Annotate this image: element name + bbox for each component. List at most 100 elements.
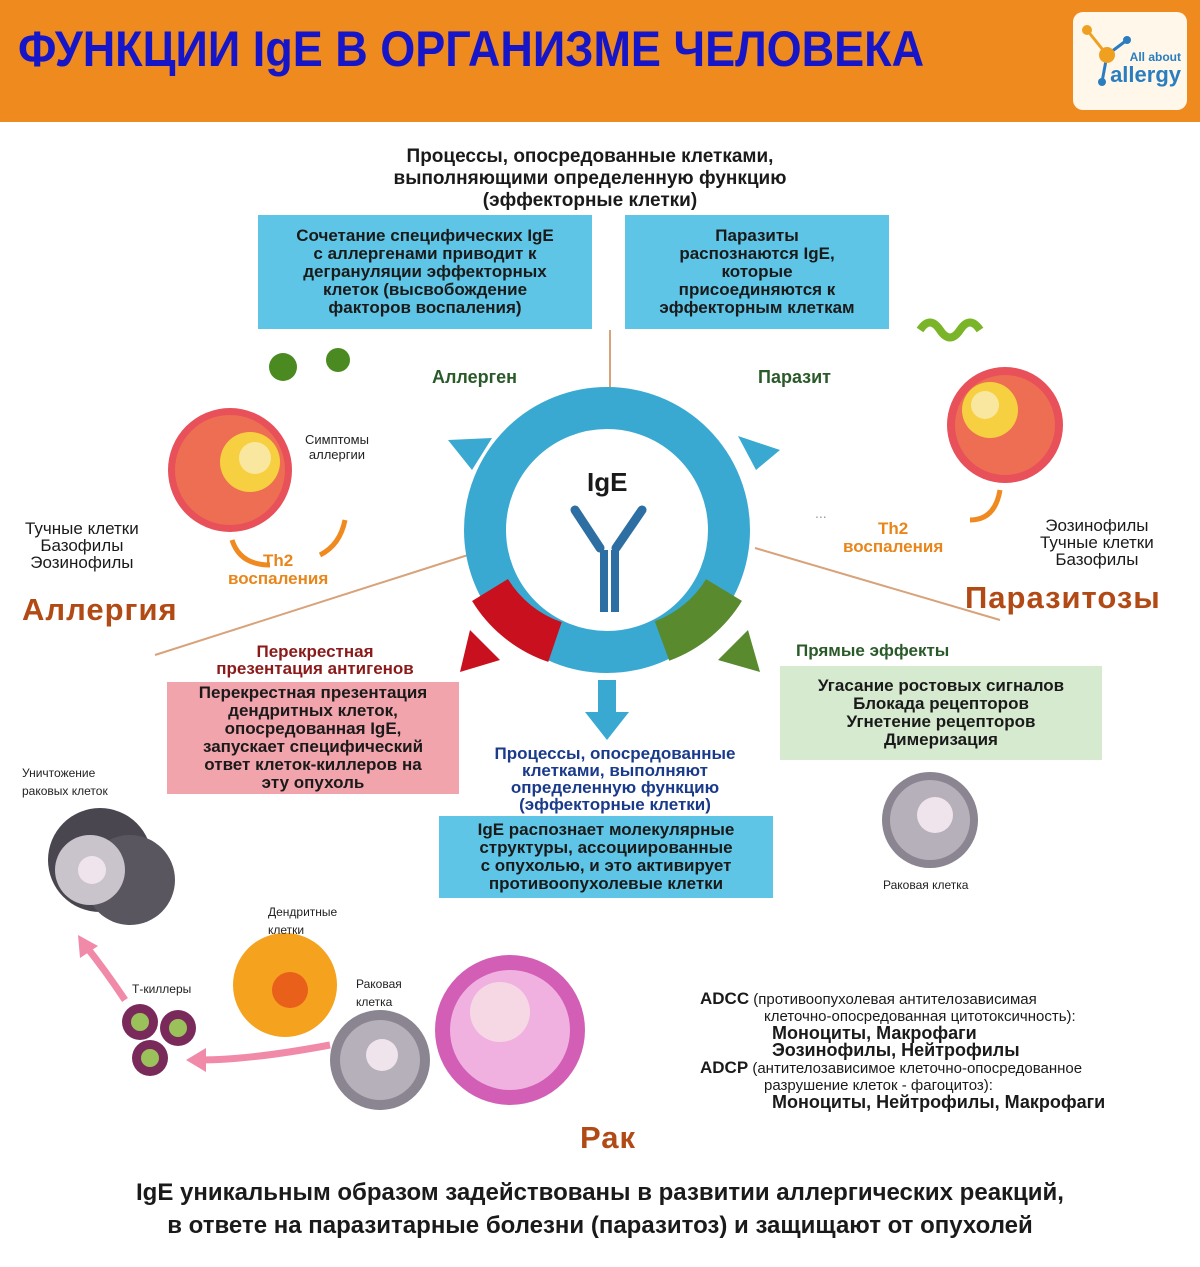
label-line: Тучные клетки [25, 519, 139, 538]
bottom-center-heading: Процессы, опосредованные клетками, выпол… [460, 745, 770, 813]
label-line: клетка [356, 995, 393, 1009]
adcc-desc: (противоопухолевая антителозависимая [753, 991, 1037, 1008]
label-line: раковых клеток [22, 784, 108, 798]
allergy-mechanism-box: Сочетание специфических IgE с аллергенам… [258, 215, 592, 329]
ige-ring [464, 387, 750, 673]
allergy-symptoms-label: Симптомы аллергии [305, 432, 369, 462]
label-line: Тучные клетки [1040, 533, 1154, 552]
label-line: аллергии [308, 447, 366, 462]
label-line: Перекрестная [256, 642, 374, 661]
green-ring-segment [654, 578, 742, 661]
label-line: определенную функцию [510, 778, 720, 797]
box-line: запускает специфический [202, 737, 424, 756]
tumor-recognition-box: IgE распознает молекулярные структуры, а… [439, 816, 773, 898]
header-bar [0, 0, 1200, 122]
adcp-label: ADCP [700, 1058, 749, 1077]
arrow-top-left-icon [448, 438, 492, 470]
allergy-th2-label: Th2 воспаления [228, 552, 328, 588]
box-line: Угасание ростовых сигналов [817, 676, 1065, 695]
arrow-top-right-icon [738, 436, 780, 470]
footer-summary: IgE уникальным образом задействованы в р… [0, 1176, 1200, 1242]
dendritic-cell-illustration [233, 933, 337, 1037]
mast-cell-illustration [168, 408, 292, 532]
adcp-desc: разрушение клеток - фагоцитоз): [764, 1077, 993, 1094]
label-line: Уничтожение [22, 766, 96, 780]
parasite-mechanism-box: Паразиты распознаются IgE, которые присо… [625, 215, 889, 329]
label-line: Базофилы [1055, 550, 1139, 569]
parasite-worm-icon [916, 318, 984, 342]
adcc-block: ADCC (противоопухолевая антителозависима… [700, 990, 1105, 1111]
label-line: воспаления [228, 569, 329, 588]
allergy-cells-label: Тучные клетки Базофилы Эозинофилы [25, 520, 139, 571]
t-killers-label: Т-киллеры [132, 982, 192, 996]
cycle-arrow-icon [82, 942, 128, 1002]
label-line: воспаления [843, 537, 944, 556]
allergy-category-title: Аллергия [22, 592, 178, 627]
box-line: IgE распознает молекулярные [477, 820, 735, 839]
th2-arrow-icon [969, 489, 1003, 523]
top-heading-line: (эффекторные клетки) [482, 190, 698, 211]
logo-line2: allergy [1110, 62, 1181, 87]
label-line: Эозинофилы [1045, 516, 1149, 535]
label-line: (эффекторные клетки) [519, 795, 711, 814]
th2-arrow-icon [318, 519, 348, 558]
label-line: Симптомы [305, 432, 369, 447]
arrow-bottom-shaft [598, 680, 616, 714]
box-line: противоопухолевые клетки [488, 874, 724, 893]
red-ring-segment [472, 578, 563, 662]
page-title: ФУНКЦИИ IgE В ОРГАНИЗМЕ ЧЕЛОВЕКА [18, 21, 925, 77]
adcc-cells: Моноциты, Макрофаги [772, 1023, 977, 1043]
box-line: с опухолью, и это активирует [480, 856, 732, 875]
destroyed-cancer-cells-illustration [48, 808, 175, 925]
label-line: презентация антигенов [216, 659, 414, 678]
label-line: Th2 [263, 551, 294, 570]
parasite-cells-label: Эозинофилы Тучные клетки Базофилы [1040, 517, 1154, 568]
cancer-cell-right-label: Раковая клетка [883, 878, 969, 892]
footer-line: IgE уникальным образом задействованы в р… [136, 1179, 1064, 1206]
label-line: клетками, выполняют [522, 761, 708, 780]
parasitoses-category-title: Паразитозы [965, 580, 1161, 615]
box-line: факторов воспаления) [328, 298, 522, 317]
cross-presentation-heading: Перекрестная презентация антигенов [190, 643, 440, 677]
adcp-cells: Моноциты, Нейтрофилы, Макрофаги [772, 1092, 1106, 1112]
box-line: Сочетание специфических IgE [296, 226, 554, 245]
molecule-icon [1082, 25, 1131, 86]
box-line: с аллергенами приводит к [313, 244, 537, 263]
box-line: ответ клеток-киллеров на [204, 755, 422, 774]
cross-presentation-box: Перекрестная презентация дендритных клет… [167, 682, 459, 794]
antibody-icon [570, 505, 647, 612]
label-line: Th2 [878, 519, 909, 538]
box-line: Блокада рецепторов [853, 694, 1029, 713]
top-heading-line: Процессы, опосредованные клетками, [406, 146, 774, 167]
arrow-bottom-left-icon [460, 630, 500, 672]
label-line: Процессы, опосредованные [494, 744, 736, 763]
label-line: Дендритные [268, 905, 338, 919]
dots-label: ... [815, 505, 827, 521]
cycle-arrowhead-icon [78, 935, 98, 958]
cancer-cell-bottom-illustration [330, 1010, 430, 1110]
parasite-th2-label: Th2 воспаления [843, 520, 943, 556]
dendritic-label: Дендритные клетки [268, 903, 337, 939]
adcc-cells: Эозинофилы, Нейтрофилы [772, 1040, 1020, 1060]
box-line: Перекрестная презентация [198, 683, 428, 702]
adcc-desc: клеточно-опосредованная цитотоксичность)… [764, 1008, 1076, 1025]
th2-arrow-icon [229, 539, 271, 568]
cancer-cell-right-illustration [882, 772, 978, 868]
t-killer-cells-illustration [122, 1004, 196, 1076]
top-heading: Процессы, опосредованные клетками, выпол… [300, 146, 880, 212]
allergen-label: Аллерген [432, 367, 518, 387]
connector-line [754, 547, 1001, 621]
cycle-arrow-icon [199, 1041, 331, 1064]
box-line: структуры, ассоциированные [479, 838, 733, 857]
box-line: которые [721, 262, 793, 281]
effector-cell-illustration [435, 955, 585, 1105]
label-line: Раковая [356, 977, 402, 991]
arrow-bottom-icon [585, 712, 629, 740]
destroy-cancer-label: Уничтожение раковых клеток [22, 764, 108, 800]
ige-center-label: IgE [587, 467, 628, 497]
logo: All about allergy [1073, 12, 1187, 110]
label-line: Базофилы [40, 536, 124, 555]
box-line: опосредованная IgE, [224, 719, 402, 738]
top-heading-line: выполняющими определенную функцию [393, 168, 787, 189]
